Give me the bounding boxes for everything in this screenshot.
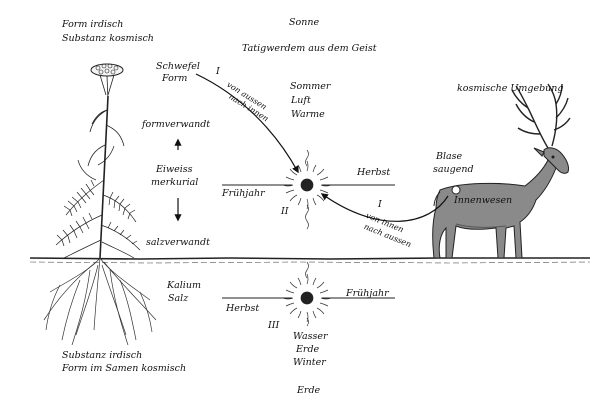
ground-line <box>29 257 591 264</box>
label-erde-bottom: Erde <box>297 385 321 396</box>
label-form-im-samen: Form im Samen kosmisch <box>62 363 187 374</box>
label-fruhjahr-bottom: Frühjahr <box>346 288 389 299</box>
label-luft: Luft <box>291 95 311 106</box>
label-warme: Warme <box>291 109 325 120</box>
label-herbst-bottom: Herbst <box>226 303 260 314</box>
label-saugend: saugend <box>433 164 474 175</box>
label-formverwandt: formverwandt <box>142 119 211 130</box>
label-kalium: Kalium <box>167 280 201 291</box>
label-substanz-irdisch: Substanz irdisch <box>62 350 143 361</box>
label-sonne: Sonne <box>289 17 320 28</box>
label-merkurial: merkurial <box>151 177 199 188</box>
label-salz: Salz <box>168 293 189 304</box>
label-numeral-iii: III <box>268 320 280 331</box>
arrow-von-aussen-nach-innen <box>195 73 299 174</box>
sun-axis <box>305 149 309 327</box>
label-fruhjahr-top: Frühjahr <box>222 188 265 199</box>
label-numeral-ii: II <box>281 206 289 217</box>
label-herbst-top: Herbst <box>357 167 391 178</box>
label-salzverwandt: salzverwandt <box>146 237 210 248</box>
label-numeral-i-top: I <box>216 66 220 77</box>
sun-ii-symbol <box>282 160 332 210</box>
label-erde-small: Erde <box>296 344 320 355</box>
label-innenwesen: Innenwesen <box>454 195 513 206</box>
label-blase: Blase <box>436 151 463 162</box>
label-schwefel: Schwefel <box>156 61 200 72</box>
label-sommer: Sommer <box>290 81 331 92</box>
yarrow-plant-illustration <box>43 63 157 346</box>
label-numeral-i-right: I <box>378 199 382 210</box>
label-form: Form <box>162 73 188 84</box>
label-winter: Winter <box>293 357 326 368</box>
label-eiweiss: Eiweiss <box>156 164 193 175</box>
label-form-irdisch: Form irdisch <box>62 19 124 30</box>
label-wasser: Wasser <box>293 331 328 342</box>
label-substanz-kosmisch: Substanz kosmisch <box>62 33 154 44</box>
stag-illustration <box>432 83 571 259</box>
label-tatigwerdem: Tatigwerdem aus dem Geist <box>242 43 377 54</box>
arrow-von-innen-nach-aussen <box>320 193 449 222</box>
label-kosmische-umgebung: kosmische Umgebung <box>457 83 564 94</box>
season-lines <box>222 184 395 299</box>
sun-iii-symbol <box>282 273 332 323</box>
